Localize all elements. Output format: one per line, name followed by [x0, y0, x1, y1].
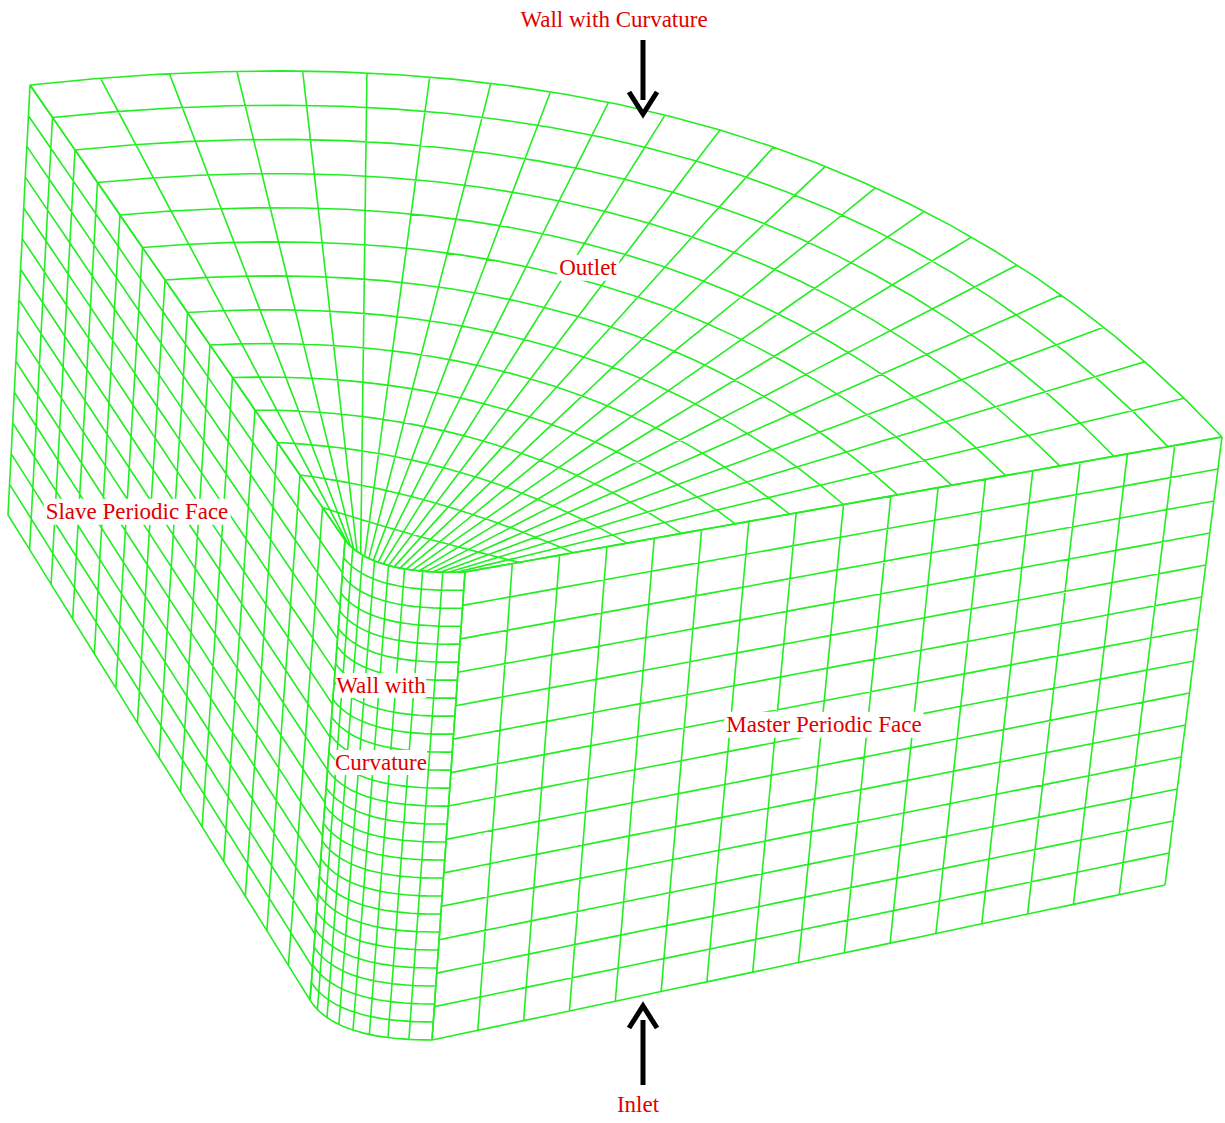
inlet-label: Inlet [615, 1092, 661, 1118]
leader-arrow [641, 1020, 646, 1085]
slave-face-mesh [8, 85, 345, 1000]
wall-label: Wall with Curvature [518, 7, 709, 33]
inner-wall-mesh [310, 540, 465, 1040]
mesh-grid [8, 71, 1222, 1040]
arrow-head [629, 1006, 657, 1028]
arrow-head [629, 92, 657, 114]
leader-arrow [641, 40, 646, 100]
master-face-label: Master Periodic Face [724, 712, 923, 738]
slave-face-label: Slave Periodic Face [44, 499, 231, 525]
outlet-face-mesh [30, 71, 1222, 572]
outlet-label: Outlet [557, 255, 619, 281]
master-face-mesh [432, 437, 1222, 1040]
wall-label: Wall with Curvature [320, 647, 442, 801]
leader-arrows [629, 40, 657, 1085]
wall-label: Wall with Curvature [335, 673, 427, 775]
